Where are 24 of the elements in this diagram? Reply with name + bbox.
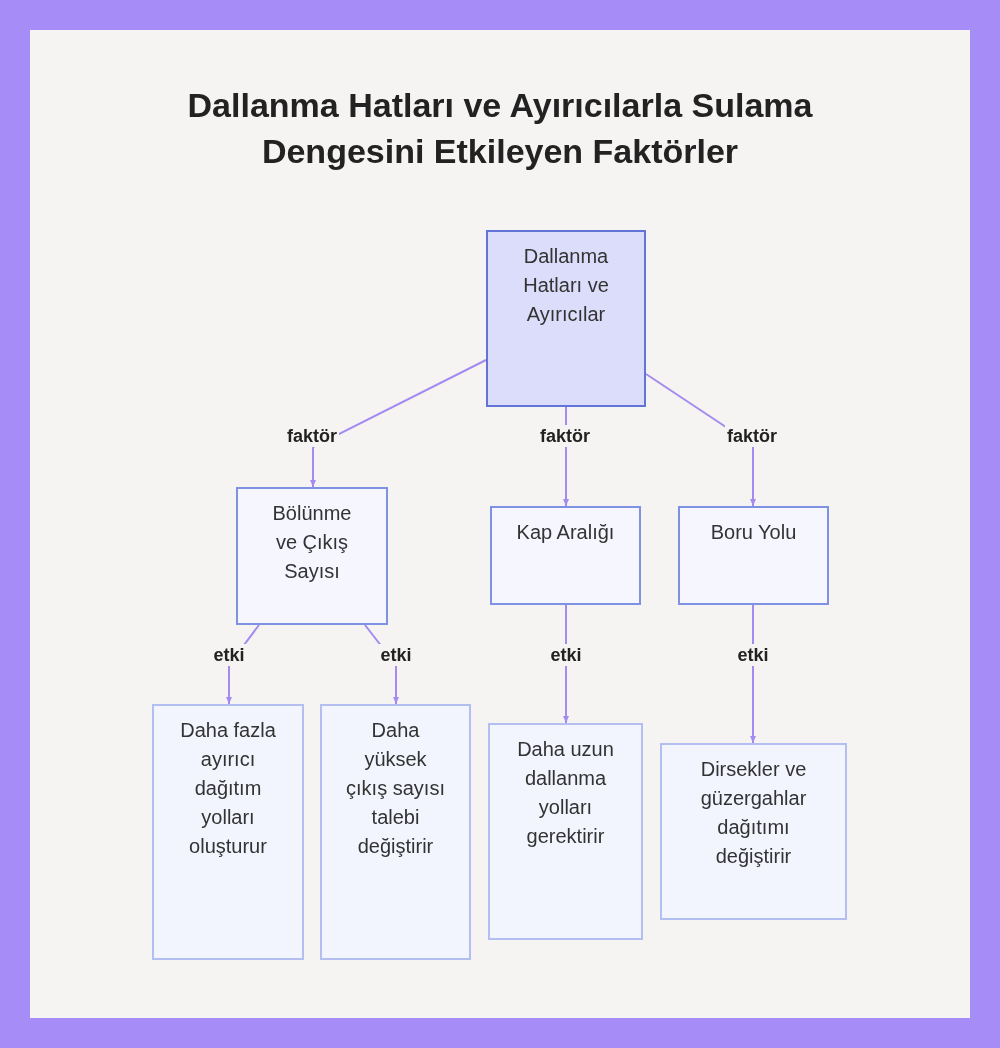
diagram-title: Dallanma Hatları ve Ayırıcılarla Sulama Dengesini Etkileyen Faktörler bbox=[186, 85, 814, 172]
edge-label: faktör bbox=[725, 425, 779, 447]
process-box bbox=[660, 743, 847, 920]
process-box bbox=[678, 506, 829, 605]
box-label: Dallanma Hatları ve Ayırıcılar bbox=[522, 244, 610, 327]
process-box bbox=[488, 723, 643, 940]
box-label: Daha uzun dallanma yolları gerektirir bbox=[516, 737, 615, 849]
arrow bbox=[310, 359, 487, 488]
box-label: Kap Aralığı bbox=[516, 520, 615, 545]
edge-label: etki bbox=[378, 644, 414, 666]
process-box bbox=[486, 230, 646, 407]
box-label: Daha yüksek çıkış sayısı talebi değiştirir bbox=[346, 718, 445, 859]
edge-label: etki bbox=[211, 644, 247, 666]
box-label: Dirsekler ve güzergahlar dağıtımı değiştirir bbox=[699, 757, 808, 869]
box-label: Boru Yolu bbox=[710, 520, 797, 545]
edge-label: etki bbox=[548, 644, 584, 666]
process-box bbox=[320, 704, 471, 960]
edge-label: faktör bbox=[538, 425, 592, 447]
process-box bbox=[490, 506, 641, 605]
box-label: Daha fazla ayırıcı dağıtım yolları oluşturur bbox=[179, 718, 277, 859]
process-box bbox=[236, 487, 388, 625]
edge-label: etki bbox=[735, 644, 771, 666]
box-label: Bölünme ve Çıkış Sayısı bbox=[271, 501, 353, 584]
process-box bbox=[152, 704, 304, 960]
